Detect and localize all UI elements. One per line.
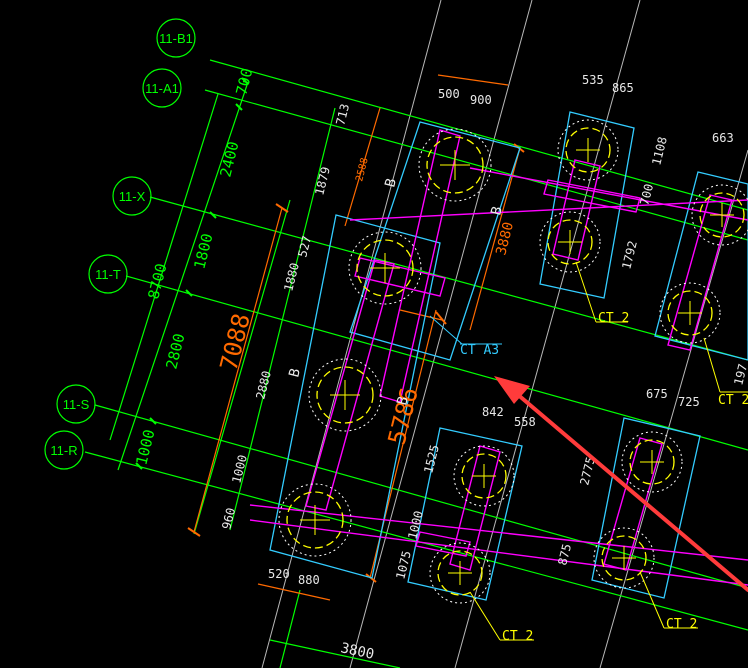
- grid-spacing-labels: 700 2400 8700 1800 2800 1000: [132, 66, 256, 467]
- dim-1108: 1108: [649, 135, 670, 166]
- ct2-leaders: [469, 261, 748, 641]
- dim-1792: 1792: [619, 239, 640, 270]
- dim-960: 960: [219, 506, 238, 530]
- tag-ct-a3[interactable]: CT A3: [460, 343, 499, 358]
- axis-bubble-11-T[interactable]: 11-T: [88, 254, 128, 294]
- pointer-arrow-icon: [494, 376, 748, 592]
- axis-bubble-11-B1[interactable]: 11-B1: [156, 18, 196, 58]
- axis-label: 11-S: [63, 397, 90, 412]
- tag-ct2[interactable]: CT 2: [502, 629, 533, 644]
- axis-bubble-11-R[interactable]: 11-R: [44, 430, 84, 470]
- dim-700: 700: [637, 182, 656, 206]
- dim-663: 663: [712, 131, 734, 145]
- dim-2775: 2775: [577, 455, 598, 486]
- dim-2880: 2880: [253, 369, 274, 400]
- axis-label: 11-T: [95, 267, 121, 282]
- dim-725: 725: [678, 395, 700, 409]
- grid-ticks: [135, 77, 249, 470]
- pile-caps[interactable]: [269, 111, 748, 601]
- axis-bubble-11-X[interactable]: 11-X: [112, 176, 152, 216]
- axis-label: 11-B1: [159, 31, 193, 46]
- tag-ct2[interactable]: CT 2: [718, 393, 748, 408]
- dim-558: 558: [514, 415, 536, 429]
- dim-865: 865: [612, 81, 634, 95]
- b-marker: B: [394, 395, 412, 407]
- axis-bubble-11-A1[interactable]: 11-A1: [142, 68, 182, 108]
- dim-3880: 3880: [493, 220, 517, 257]
- dim-675: 675: [646, 387, 668, 401]
- dim-1075: 1075: [393, 549, 414, 580]
- dim-527: 527: [295, 234, 314, 258]
- b-marker: B: [488, 205, 506, 217]
- b-marker: B: [286, 367, 304, 379]
- beams[interactable]: [249, 129, 748, 586]
- axis-label: 11-X: [119, 189, 146, 204]
- dim-1000-b: 1000: [405, 509, 426, 540]
- ct-leaders: [429, 315, 502, 345]
- dim-900: 900: [470, 93, 492, 107]
- dim-535: 535: [582, 73, 604, 87]
- dim-3800: 3800: [339, 640, 375, 663]
- axis-bubble-11-S[interactable]: 11-S: [56, 384, 96, 424]
- axis-label: 11-R: [50, 443, 77, 458]
- ct2-tags[interactable]: CT 2 CT 2 CT 2 CT 2: [502, 311, 748, 644]
- dim-1000: 1000: [229, 453, 250, 484]
- dim-842: 842: [482, 405, 504, 419]
- dim-1880: 1880: [281, 261, 302, 292]
- white-dimensions: 713 1879 527 1880 2880 1000 960 500 900 …: [219, 73, 748, 663]
- dim-1879: 1879: [312, 165, 333, 196]
- tag-ct2[interactable]: CT 2: [598, 311, 629, 326]
- tag-ct2[interactable]: CT 2: [666, 617, 697, 632]
- dim-500: 500: [438, 87, 460, 101]
- b-markers: B B B B: [286, 177, 506, 407]
- dim-880: 880: [298, 573, 320, 587]
- dim-875: 875: [555, 542, 574, 566]
- dim-520: 520: [268, 567, 290, 581]
- dim-197: 197: [731, 362, 748, 386]
- dim-1525: 1525: [421, 443, 442, 474]
- piles[interactable]: [278, 119, 748, 604]
- b-marker: B: [382, 177, 400, 189]
- dim-713: 713: [333, 102, 352, 126]
- axis-label: 11-A1: [145, 81, 179, 96]
